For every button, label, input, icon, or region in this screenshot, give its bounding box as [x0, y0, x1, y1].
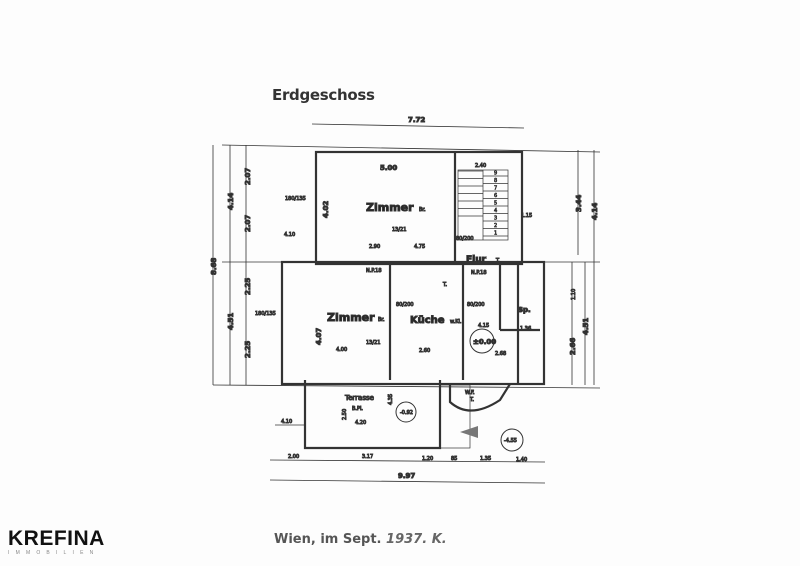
dim-label: N.P.18	[366, 268, 382, 274]
stair-step-number: 9	[494, 171, 497, 177]
dim-label: 2.60	[419, 348, 430, 354]
dim-label: 4.51	[582, 318, 590, 335]
dim-label: 85	[451, 456, 457, 462]
room-note: T.	[469, 397, 474, 403]
dim-label: 2.50	[342, 409, 348, 420]
dim-label: 2.68	[495, 351, 506, 357]
room-note: Br.	[378, 317, 385, 323]
level-marker-terrace	[395, 401, 417, 423]
dim-label: 2.25	[244, 341, 252, 358]
dim-label: 4.00	[336, 347, 347, 353]
room-note: Br.	[419, 207, 426, 213]
level-marker-main	[469, 328, 495, 354]
dim-label: 4.07	[315, 328, 323, 345]
dim-label: 80/200	[467, 302, 485, 308]
stair-step-number: 3	[494, 216, 497, 222]
dim-label: 4.35	[388, 394, 394, 405]
stair-step-number: 7	[494, 186, 497, 192]
dim-label: 4.02	[322, 201, 330, 218]
level-marker-ground	[500, 428, 524, 452]
dim-label: 4.14	[591, 203, 599, 220]
stair-step-number: 5	[494, 201, 497, 207]
dim-label: 4.10	[281, 419, 292, 425]
room-label: Zimmer	[366, 201, 414, 214]
dimension-labels: 7.72 5.00 2.40 8.68 4.14 2.07 2.07 4.51 …	[210, 116, 600, 481]
dim-label: 4.75	[414, 244, 425, 250]
dim-label: 1.40	[516, 457, 527, 463]
stair-step-number: 1	[494, 231, 497, 237]
room-note: T.	[442, 282, 447, 288]
dim-label: 3.44	[575, 195, 583, 212]
dim-label: 2.66	[569, 338, 577, 355]
dim-label: 8.68	[210, 258, 218, 275]
dim-label: 4.20	[355, 420, 366, 426]
room-label: Küche	[410, 315, 445, 326]
signature-year: 1937.	[386, 532, 428, 547]
room-label: W.F.	[465, 390, 475, 396]
room-label: Sp.	[518, 306, 531, 314]
dim-label: 1.35	[480, 456, 491, 462]
dim-label: 9.97	[398, 472, 415, 480]
signature-place: Wien, im Sept.	[274, 532, 382, 547]
dim-label: 1.10	[571, 289, 577, 300]
dim-label: 2.00	[288, 454, 299, 460]
logo-name: KREFINA	[8, 527, 105, 550]
dim-label: 5.00	[380, 164, 397, 172]
dim-label: 3.17	[362, 454, 373, 460]
dim-label: 7.72	[408, 116, 425, 124]
logo-tagline: IMMOBILIEN	[8, 550, 100, 556]
dim-label: 2.07	[244, 215, 252, 232]
room-label: Zimmer	[327, 311, 375, 324]
plan-title: Erdgeschoss	[272, 86, 375, 104]
dim-label: 1.36	[520, 326, 531, 332]
dim-label: N.P.18	[471, 270, 487, 276]
dim-label: 4.10	[284, 232, 295, 238]
dim-label: 180/135	[255, 311, 276, 317]
signature-initial: K.	[431, 532, 447, 547]
dim-label: 80/200	[456, 236, 474, 242]
room-note: B.Pl.	[352, 406, 363, 412]
dim-label: 1.20	[422, 456, 433, 462]
level-label: ±0.00	[473, 338, 496, 346]
room-note: T.	[495, 258, 500, 264]
dim-label: 4.15	[478, 323, 489, 329]
stair-step-number: 6	[494, 193, 497, 199]
entrance-arrow-icon	[460, 426, 478, 438]
dim-label: 4.14	[227, 193, 235, 210]
stair-step-number: 2	[494, 223, 497, 229]
level-label: -4.55	[504, 438, 517, 444]
dim-label: 13/21	[392, 227, 406, 233]
dim-label: 13/21	[366, 340, 380, 346]
krefina-logo: KREFINA IMMOBILIEN	[8, 528, 105, 556]
dim-label: 2.25	[244, 278, 252, 295]
level-label: -0.92	[400, 410, 413, 416]
stair-step-number: 4	[494, 208, 497, 214]
dim-label: 4.51	[227, 313, 235, 330]
room-label: Terrasse	[344, 394, 374, 402]
stairs: 1 23 45 67 89	[439, 169, 509, 449]
stair-step-number: 8	[494, 178, 497, 184]
dim-label: 1.15	[521, 213, 532, 219]
dim-label: 2.07	[244, 168, 252, 185]
walls	[280, 150, 546, 450]
dim-label: 2.40	[475, 163, 486, 169]
signature-line: Wien, im Sept. 1937. K.	[274, 532, 447, 547]
room-note: w.Ki.	[450, 319, 462, 325]
dim-label: 80/200	[396, 302, 414, 308]
room-label: Flur	[466, 255, 487, 265]
dim-label: 180/135	[285, 196, 306, 202]
dim-label: 2.90	[369, 244, 380, 250]
